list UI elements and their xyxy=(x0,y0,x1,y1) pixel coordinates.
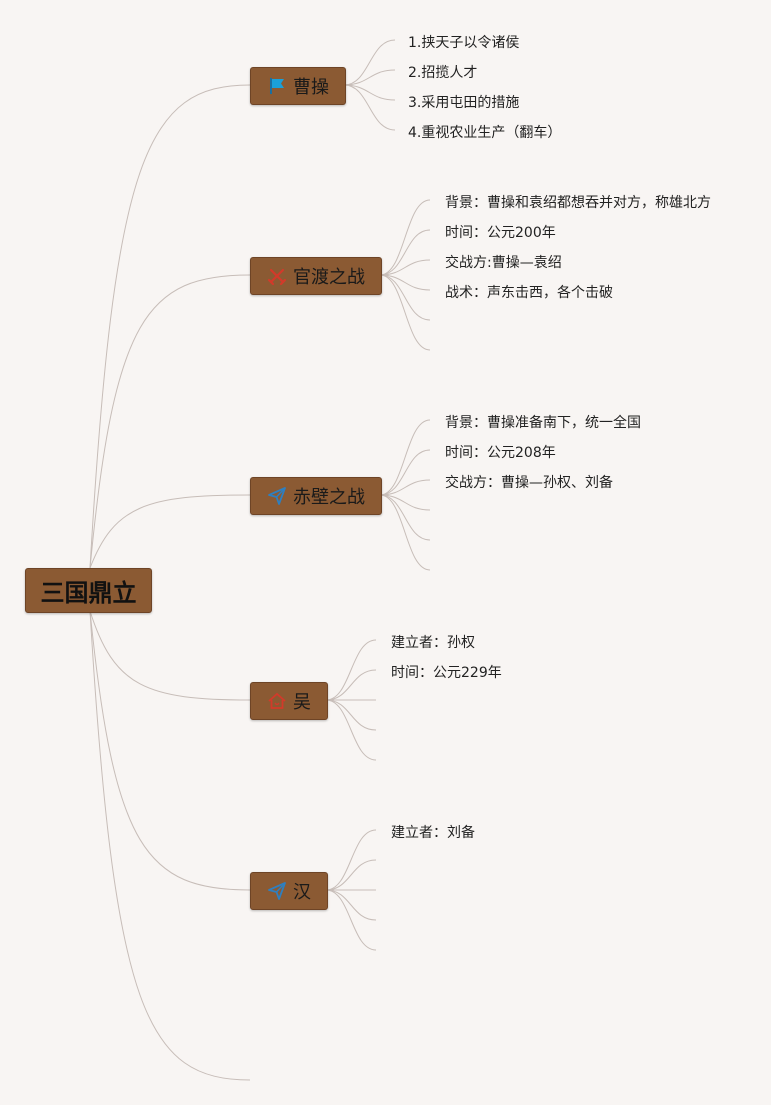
leaf-text: 背景：曹操和袁绍都想吞并对方，称雄北方 xyxy=(445,195,711,211)
house-icon xyxy=(267,691,287,711)
leaf-link-4-4 xyxy=(325,889,377,951)
root-node[interactable]: 三国鼎立 xyxy=(25,568,152,613)
root-link-4 xyxy=(89,610,251,891)
leaf-link-3-4 xyxy=(325,699,377,761)
root-node-label: 三国鼎立 xyxy=(40,579,137,607)
leaf-link-0-2 xyxy=(343,84,396,101)
branch-label: 曹操 xyxy=(293,77,329,98)
root-link-3 xyxy=(89,610,251,701)
leaf-text: 背景：曹操准备南下，统一全国 xyxy=(445,415,641,431)
leaf-text: 1.挟天子以令诸侯 xyxy=(408,35,520,51)
paper-plane-icon xyxy=(267,486,287,506)
leaf-link-4-0 xyxy=(325,829,377,891)
leaf-text: 交战方:曹操—袁绍 xyxy=(445,255,562,271)
paper-plane-icon xyxy=(267,881,287,901)
branch-label: 汉 xyxy=(293,882,311,903)
leaf-link-1-0 xyxy=(379,199,431,276)
branch-label: 赤壁之战 xyxy=(293,487,365,508)
leaf-link-3-3 xyxy=(325,699,377,731)
branch-node-han[interactable]: 汉 xyxy=(250,872,328,910)
leaf-text: 战术：声东击西，各个击破 xyxy=(445,285,613,301)
root-link-2 xyxy=(89,494,251,569)
leaf-link-2-2 xyxy=(379,479,431,496)
leaf-link-1-1 xyxy=(379,229,431,276)
branch-node-wu[interactable]: 吴 xyxy=(250,682,328,720)
branch-label: 官渡之战 xyxy=(293,267,365,288)
leaf-link-0-0 xyxy=(343,39,396,86)
leaf-link-1-3 xyxy=(379,274,431,291)
leaf-text: 建立者：刘备 xyxy=(391,825,475,841)
branch-label: 吴 xyxy=(293,692,311,713)
leaf-link-1-2 xyxy=(379,259,431,276)
flag-icon xyxy=(267,76,287,96)
leaf-text: 2.招揽人才 xyxy=(408,65,478,81)
leaf-text: 交战方：曹操—孙权、刘备 xyxy=(445,475,613,491)
leaf-link-0-1 xyxy=(343,69,396,86)
leaf-link-2-4 xyxy=(379,494,431,541)
crossed-swords-icon xyxy=(267,266,287,286)
leaf-link-3-1 xyxy=(325,669,377,701)
branch-node-guandu[interactable]: 官渡之战 xyxy=(250,257,382,295)
leaf-link-4-3 xyxy=(325,889,377,921)
leaf-text: 时间：公元229年 xyxy=(391,665,502,681)
root-link-1 xyxy=(89,274,251,569)
leaf-text: 4.重视农业生产（翻车） xyxy=(408,125,562,141)
leaf-text: 3.采用屯田的措施 xyxy=(408,95,520,111)
leaf-link-0-3 xyxy=(343,84,396,131)
leaf-text: 时间：公元200年 xyxy=(445,225,556,241)
leaf-text: 建立者：孙权 xyxy=(391,635,475,651)
branch-node-caocao[interactable]: 曹操 xyxy=(250,67,346,105)
leaf-link-1-5 xyxy=(379,274,431,351)
leaf-link-2-0 xyxy=(379,419,431,496)
leaf-link-2-5 xyxy=(379,494,431,571)
leaf-link-3-0 xyxy=(325,639,377,701)
leaf-link-4-1 xyxy=(325,859,377,891)
root-link-5 xyxy=(89,610,251,1081)
leaf-link-2-3 xyxy=(379,494,431,511)
leaf-link-2-1 xyxy=(379,449,431,496)
root-link-0 xyxy=(89,84,251,569)
leaf-text: 时间：公元208年 xyxy=(445,445,556,461)
leaf-link-1-4 xyxy=(379,274,431,321)
branch-node-chibi[interactable]: 赤壁之战 xyxy=(250,477,382,515)
